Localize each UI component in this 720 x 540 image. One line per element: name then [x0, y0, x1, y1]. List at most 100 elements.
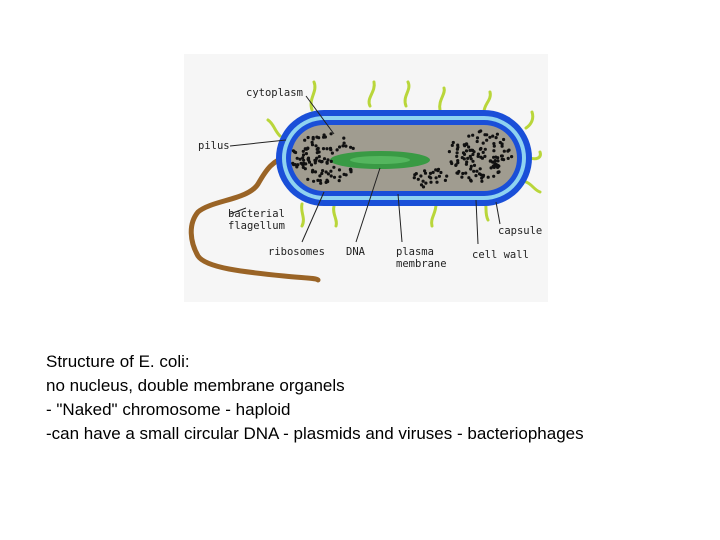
ribosome-dot — [349, 145, 353, 149]
ribosome-dot — [337, 168, 342, 172]
ribosome-dot — [329, 169, 333, 173]
ribosome-dot — [466, 156, 470, 160]
pilus — [300, 202, 305, 228]
ribosome-dot — [485, 138, 489, 142]
ribosome-dot — [315, 156, 319, 160]
ribosome-dot — [318, 174, 322, 178]
ribosome-dot — [481, 141, 485, 145]
caption-line: - "Naked" chromosome - haploid — [46, 400, 291, 419]
ribosome-dot — [471, 133, 475, 137]
ribosome-dot — [295, 156, 299, 160]
ribosome-dot — [299, 161, 303, 165]
ribosome-dot — [351, 146, 355, 150]
label-capsule: capsule — [498, 225, 542, 237]
ribosome-dot — [471, 159, 475, 163]
pilus — [403, 80, 411, 108]
ribosome-dot — [480, 156, 484, 160]
ribosome-dot — [472, 169, 476, 173]
ribosome-dot — [436, 169, 440, 173]
ribosome-dot — [472, 150, 476, 154]
ribosome-dot — [429, 180, 433, 184]
ribosome-dot — [335, 148, 339, 152]
leader-cytoplasm — [305, 95, 335, 135]
ribosome-dot — [475, 169, 479, 173]
ribosome-dot — [321, 169, 325, 173]
ribosome-dot — [321, 147, 326, 151]
ribosome-dot — [326, 158, 330, 162]
ribosome-dot — [329, 132, 333, 136]
ribosome-dot — [329, 159, 333, 163]
ribosome-dot — [304, 162, 308, 166]
ribosome-dot — [421, 185, 426, 189]
ribosome-dot — [423, 169, 427, 173]
ribosome-dot — [434, 176, 438, 180]
leader-ribosomes — [301, 191, 325, 243]
ribosome-dot — [496, 170, 500, 174]
pilus — [430, 202, 438, 228]
ribosome-dot — [469, 157, 473, 161]
pilus — [482, 90, 492, 114]
ribosome-dot — [477, 130, 481, 134]
leader-membrane — [397, 193, 403, 243]
ribosome-dot — [312, 179, 316, 183]
ribosome-dot — [467, 145, 471, 149]
ribosome-dot — [488, 135, 492, 139]
ribosome-dot — [464, 162, 468, 166]
pilus — [524, 180, 542, 194]
ribosome-dot — [317, 136, 321, 140]
ribosome-dot — [310, 170, 315, 174]
leader-pilus — [229, 139, 287, 147]
ribosome-dot — [483, 147, 487, 151]
ribosome-dot — [469, 167, 473, 171]
ribosome-dot — [489, 166, 493, 170]
ribosome-dot — [468, 154, 472, 158]
ribosome-dot — [318, 159, 322, 163]
ribosome-dot — [291, 161, 295, 165]
ribosome-dot — [464, 171, 468, 175]
ribosome-dot — [303, 147, 307, 151]
ribosome-dot — [431, 170, 435, 174]
ribosome-dot — [506, 156, 510, 160]
pilus — [367, 80, 376, 108]
ribosome-dot — [317, 155, 321, 159]
caption-line: -can have a small circular DNA - plasmid… — [46, 424, 584, 443]
ribosome-dot — [481, 150, 485, 154]
ribosome-dot — [301, 156, 305, 160]
ribosome-dot — [306, 135, 310, 140]
ribosome-dot — [492, 174, 496, 178]
ribosome-dot — [309, 163, 314, 167]
pilus — [438, 86, 446, 112]
ribosome-dot — [467, 134, 471, 138]
pilus — [309, 80, 317, 112]
ribosome-dot — [301, 149, 305, 153]
ribosome-dot — [506, 149, 510, 153]
label-pilus: pilus — [198, 140, 230, 152]
ribosome-dot — [471, 152, 475, 157]
ribosome-dot — [479, 146, 483, 151]
ribosome-dot — [469, 148, 474, 152]
ribosome-dot — [313, 170, 318, 174]
leader-dna — [355, 167, 381, 243]
label-dna: DNA — [346, 246, 366, 258]
pilus — [524, 110, 535, 130]
ribosome-dot — [481, 173, 486, 177]
leader-capsule — [495, 201, 501, 225]
ribosome-dot — [451, 140, 455, 145]
ribosome-dot — [301, 153, 306, 157]
ribosome-dot — [315, 151, 319, 155]
ribosome-dot — [462, 152, 467, 156]
leader-lines — [229, 95, 501, 245]
ribosome-dot — [457, 169, 461, 174]
ribosome-dot — [499, 154, 504, 158]
ribosome-dot — [492, 155, 496, 159]
ribosome-dot — [337, 179, 341, 183]
ribosome-dot — [464, 149, 469, 153]
ribosome-dot — [467, 176, 471, 180]
ribosome-dot — [320, 171, 324, 176]
label-cytoplasm: cytoplasm — [246, 87, 303, 99]
ribosome-dot — [500, 142, 504, 146]
ribosome-dot — [325, 147, 329, 151]
ribosome-dot — [344, 173, 348, 177]
ribosome-dot — [412, 176, 416, 180]
ribosome-dot — [502, 137, 506, 142]
